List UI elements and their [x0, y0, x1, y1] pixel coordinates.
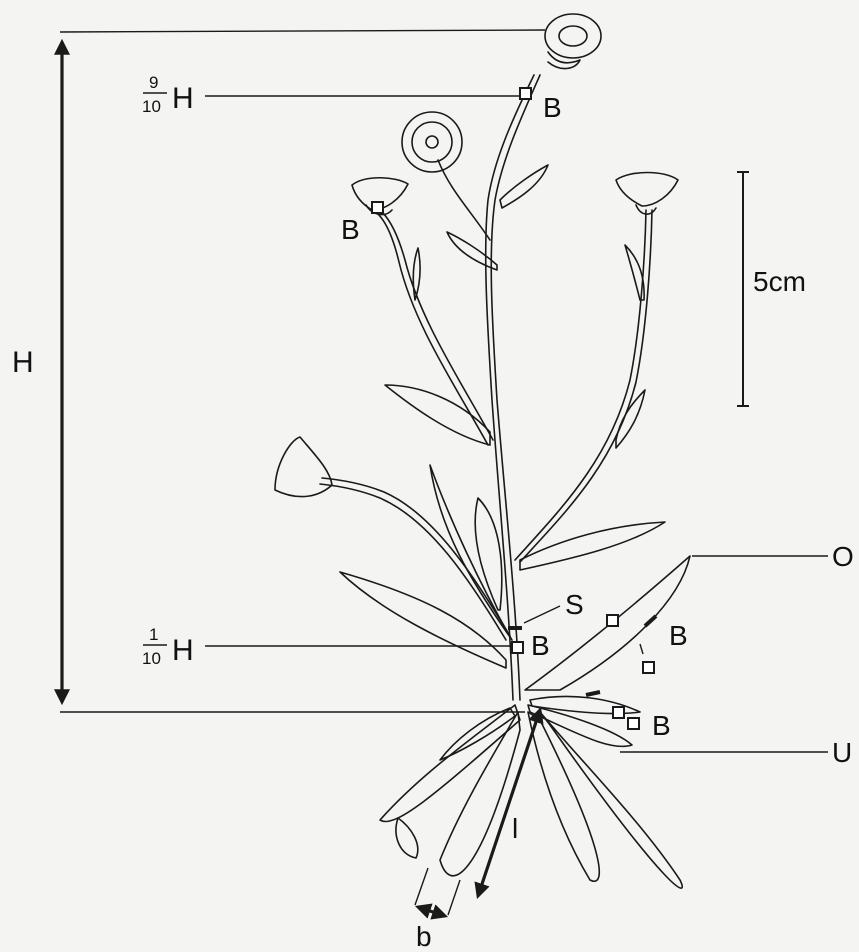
height-dimension	[60, 30, 545, 712]
flower-head-right	[616, 173, 678, 215]
s-marker-label: S	[565, 589, 584, 620]
o-marker-label: O	[832, 541, 854, 572]
leaf-length-arrow	[478, 710, 540, 896]
scale-bar	[737, 172, 749, 406]
leaf-length-label: l	[512, 813, 518, 844]
fraction-variable-h: H	[172, 82, 194, 115]
nine-tenths-height-mark: 9 10 H	[142, 73, 522, 116]
b-markers	[372, 88, 656, 729]
flower-head-upper-left	[402, 112, 462, 172]
fraction-denominator-10: 10	[142, 97, 161, 116]
b-marker-label: B	[531, 630, 550, 661]
leaf-width-label: b	[416, 921, 432, 952]
fraction-variable-h: H	[172, 634, 194, 667]
flower-head-lower-left	[275, 437, 332, 497]
b-marker-label: B	[341, 214, 360, 245]
flower-head-top	[545, 14, 601, 69]
b-marker-label: B	[543, 92, 562, 123]
b-marker-label: B	[652, 710, 671, 741]
fraction-numerator-1: 1	[149, 625, 158, 644]
plant-illustration	[275, 14, 690, 888]
height-label: H	[12, 346, 34, 379]
b-marker-label: B	[669, 620, 688, 651]
fraction-numerator-9: 9	[149, 73, 158, 92]
fraction-denominator-10: 10	[142, 649, 161, 668]
scale-bar-label: 5cm	[753, 266, 806, 297]
u-marker-label: U	[832, 737, 852, 768]
